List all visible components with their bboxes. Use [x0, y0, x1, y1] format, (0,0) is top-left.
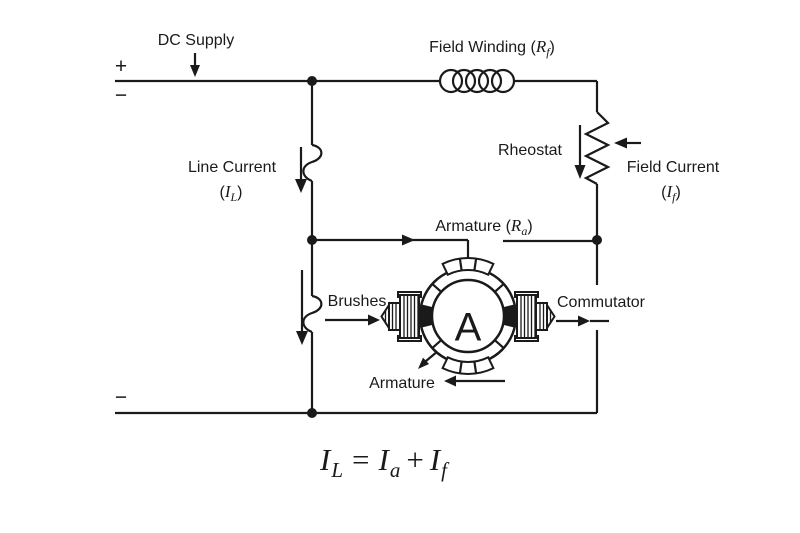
minus-terminal-top-label: −: [115, 84, 127, 107]
motor-bottom-cap: [441, 355, 495, 375]
junction-dot-armature-right: [592, 235, 602, 245]
field-current-symbol-label: (If): [661, 182, 681, 204]
arrow-brushes-pointer: [325, 314, 380, 326]
brushes-label: Brushes: [328, 293, 387, 310]
arrow-commutator-pointer: [556, 315, 609, 327]
field-winding-coil-icon: [438, 68, 516, 94]
wire-squiggle-upper-icon: [302, 143, 323, 183]
brush-contact-right: [502, 304, 517, 328]
brush-holder-right-icon: [514, 291, 556, 342]
dc-supply-label: DC Supply: [158, 32, 234, 49]
arrow-armature-wire: [402, 234, 415, 246]
current-equation: IL=Ia+If: [319, 442, 450, 482]
brush-contact-left: [419, 304, 434, 328]
junction-dot-top: [307, 76, 317, 86]
armature-resistance-label: Armature (Ra): [435, 216, 532, 238]
plus-terminal-label: +: [115, 55, 127, 78]
commutator-label: Commutator: [557, 294, 646, 311]
arrow-rotation: [418, 350, 439, 369]
motor-symbol: A: [380, 257, 556, 375]
commutator-segment-lines: [431, 283, 505, 349]
field-current-label: Field Current: [627, 159, 720, 176]
motor-letter: A: [455, 306, 482, 350]
arrow-dc-supply: [190, 53, 200, 77]
rheostat-label: Rheostat: [498, 142, 563, 159]
minus-terminal-bottom-label: −: [115, 386, 127, 409]
line-current-label: Line Current: [188, 159, 277, 176]
junction-dot-bottom: [307, 408, 317, 418]
field-winding-label: Field Winding (Rf): [429, 37, 555, 59]
wire-squiggle-lower-icon: [302, 294, 323, 334]
brush-holder-left-icon: [380, 291, 422, 342]
junction-dot-armature-left: [307, 235, 317, 245]
motor-inner-circle: [430, 278, 506, 354]
line-current-symbol-label: (IL): [219, 182, 242, 204]
arrow-rheostat: [574, 125, 586, 179]
rheostat-zigzag-icon: [583, 111, 611, 185]
arrow-line-current-upper: [295, 147, 307, 193]
arrow-line-current-lower: [296, 270, 308, 345]
arrow-field-current: [614, 137, 641, 149]
arrow-armature-direction: [444, 375, 505, 387]
motor-top-cap: [441, 257, 495, 277]
armature-label: Armature: [369, 375, 435, 392]
